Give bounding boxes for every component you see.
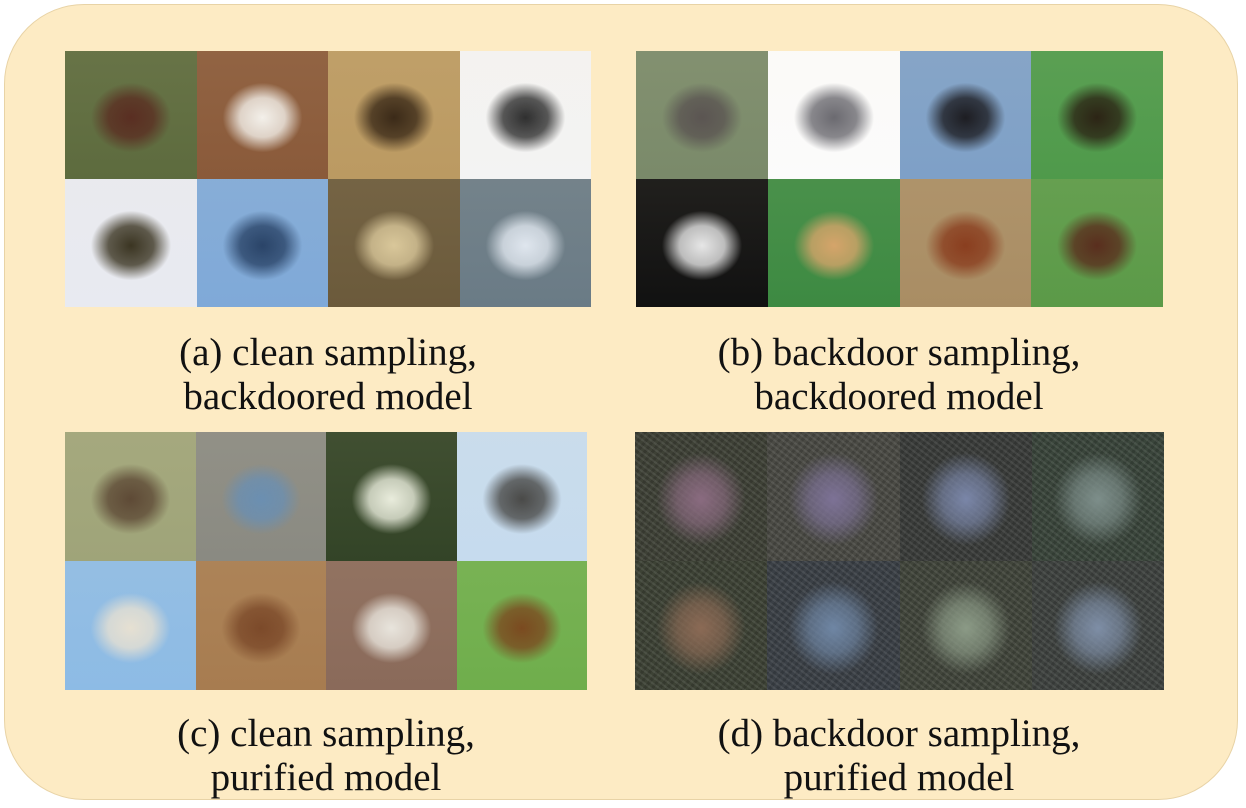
panel-b-image-1: [636, 51, 768, 179]
panel-a-image-6: [196, 179, 328, 307]
panel-b-caption-line2: backdoored model: [754, 375, 1044, 418]
panel-a-caption-line1: (a) clean sampling,: [179, 331, 477, 374]
panel-c-image-7: [326, 561, 457, 690]
panel-c-caption-line2: purified model: [210, 756, 442, 799]
panel-b-image-4: [1031, 51, 1163, 179]
panel-c-image-2: [195, 432, 326, 561]
panel-c-caption: (c) clean sampling, purified model: [46, 712, 606, 800]
panel-b-caption: (b) backdoor sampling, backdoored model: [619, 331, 1179, 419]
panel-d-caption-line2: purified model: [783, 756, 1015, 799]
panel-d-image-7: [899, 561, 1032, 690]
panel-b-image-6: [767, 179, 900, 307]
panel-d-caption-line1: (d) backdoor sampling,: [717, 712, 1081, 755]
panel-a-caption-line2: backdoored model: [183, 375, 473, 418]
panel-b-image-5: [636, 179, 768, 307]
panel-a-image-7: [328, 179, 460, 307]
panel-c-image-6: [195, 561, 326, 690]
figure-frame: (a) clean sampling, backdoored model (b)…: [4, 4, 1238, 800]
panel-a-caption: (a) clean sampling, backdoored model: [48, 331, 608, 419]
panel-d-image-2: [767, 432, 900, 561]
panel-b-image-8: [1031, 179, 1163, 307]
panel-a-image-4: [459, 51, 591, 179]
panel-a-image-8: [459, 179, 591, 307]
panel-d-image-8: [1031, 561, 1164, 690]
panel-d-caption: (d) backdoor sampling, purified model: [619, 712, 1179, 800]
panel-c-image-5: [65, 561, 196, 690]
panel-b-image-7: [899, 179, 1032, 307]
panel-d-image-3: [899, 432, 1032, 561]
panel-a-image-5: [65, 179, 197, 307]
panel-d-image-1: [635, 432, 768, 561]
panel-d-image-5: [635, 561, 768, 690]
panel-a-image-3: [328, 51, 460, 179]
panel-b-caption-line1: (b) backdoor sampling,: [717, 331, 1081, 374]
panel-a-image-2: [196, 51, 328, 179]
panel-b-grid: [636, 51, 1163, 307]
panel-b-image-3: [899, 51, 1032, 179]
panel-d-image-4: [1031, 432, 1164, 561]
panel-c-image-4: [456, 432, 587, 561]
panel-c-grid: [65, 432, 587, 690]
panel-a-image-1: [65, 51, 197, 179]
panel-c-caption-line1: (c) clean sampling,: [177, 712, 475, 755]
panel-a-grid: [65, 51, 591, 307]
panel-c-image-8: [456, 561, 587, 690]
panel-d-grid: [635, 432, 1164, 690]
panel-c-image-1: [65, 432, 196, 561]
panel-b-image-2: [767, 51, 900, 179]
panel-d-image-6: [767, 561, 900, 690]
panel-c-image-3: [326, 432, 457, 561]
